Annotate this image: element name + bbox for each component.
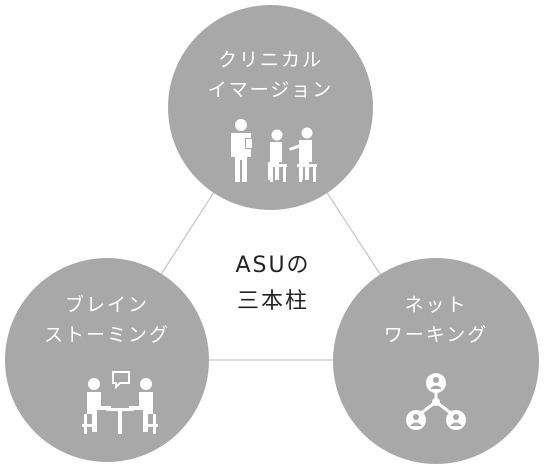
pillar-label-line2: イマージョン bbox=[207, 79, 334, 101]
center-title: ASUの 三本柱 bbox=[200, 248, 346, 320]
pillar-label-line2: ワーキング bbox=[383, 324, 489, 346]
center-title-line2: 三本柱 bbox=[236, 289, 309, 314]
pillar-circle-networking bbox=[333, 258, 539, 464]
pillar-label-networking: ネット ワーキング bbox=[333, 290, 539, 350]
pillar-label-line1: ネット bbox=[404, 294, 468, 316]
pillar-label-line1: クリニカル bbox=[217, 49, 323, 71]
center-title-line1: ASUの bbox=[235, 253, 311, 278]
pillar-label-line2: ストーミング bbox=[43, 324, 170, 346]
network-people-icon bbox=[406, 373, 466, 430]
pillar-label-clinical-immersion: クリニカル イマージョン bbox=[168, 45, 373, 105]
pillar-label-brainstorming: ブレイン ストーミング bbox=[5, 290, 209, 350]
doctor-patient-icon bbox=[231, 119, 317, 182]
pillar-label-line1: ブレイン bbox=[64, 294, 149, 316]
discussion-table-icon bbox=[82, 371, 158, 434]
pillar-circle-brainstorming bbox=[5, 258, 209, 462]
